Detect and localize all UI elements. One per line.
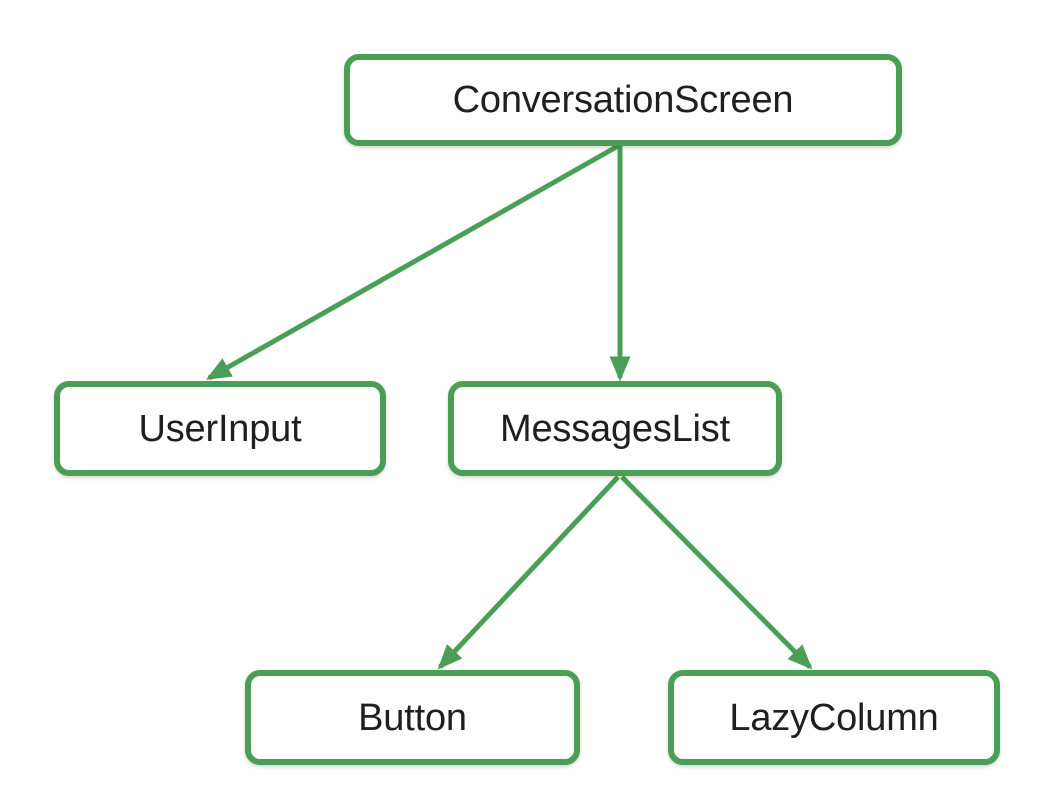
edge-messageslist-lazycolumn bbox=[620, 475, 813, 670]
node-label-conversation-screen: ConversationScreen bbox=[452, 79, 794, 121]
node-label-lazy-column: LazyColumn bbox=[729, 696, 939, 739]
edge-messageslist-button bbox=[437, 475, 620, 670]
node-label-button: Button bbox=[358, 696, 467, 739]
node-messages-list[interactable]: MessagesList bbox=[448, 381, 782, 476]
node-user-input[interactable]: UserInput bbox=[54, 381, 386, 476]
node-lazy-column[interactable]: LazyColumn bbox=[668, 670, 1000, 765]
node-button[interactable]: Button bbox=[245, 670, 580, 765]
node-label-messages-list: MessagesList bbox=[500, 407, 730, 450]
edge-conversationscreen-userinput bbox=[205, 143, 620, 381]
node-label-user-input: UserInput bbox=[138, 407, 302, 450]
node-conversation-screen[interactable]: ConversationScreen bbox=[344, 54, 902, 146]
